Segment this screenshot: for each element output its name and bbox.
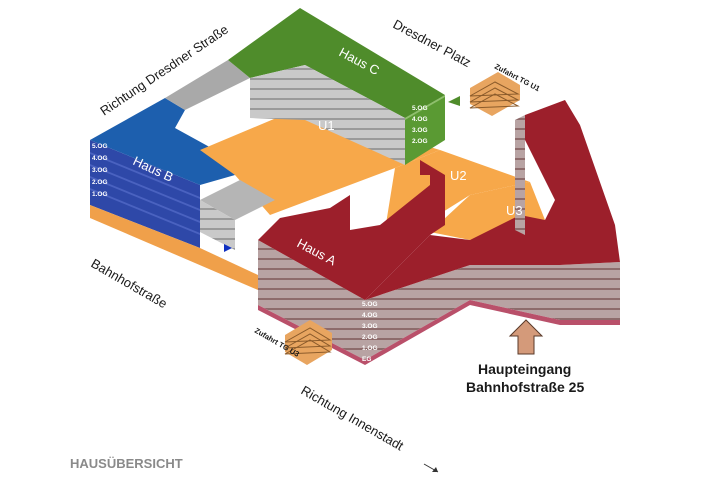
haus-a-floor-4: 1.OG [362,345,378,352]
street-dresdner-platz: Dresdner Platz [391,16,474,70]
haus-a[interactable] [258,100,620,365]
haus-b-floor-1: 4.OG [92,155,108,162]
connector-wall [200,200,235,250]
haus-a-floor-5: EG [362,356,371,363]
haus-a-roof-east [365,100,620,300]
arrow-innenstadt-icon [423,463,439,473]
haus-b-floor-3: 2.OG [92,179,108,186]
haus-c-floor-2: 3.OG [412,127,428,134]
entrance-arrow-icon [508,319,544,355]
ramp-u1-icon [448,72,520,116]
street-richtung-innenstadt: Richtung Innenstadt [299,383,407,454]
haus-b-roof [90,98,235,185]
entrance-line1: Haupteingang [478,361,571,377]
haus-b-floor-4: 1.OG [92,191,108,198]
u3-label: U3 [506,203,523,218]
haus-a-floor-1: 4.OG [362,312,378,319]
u2-label: U2 [450,168,467,183]
haus-b-floor-0: 5.OG [92,143,108,150]
haus-a-floor-0: 5.OG [362,301,378,308]
connector-roof [200,180,275,220]
haus-c-roof [228,8,445,118]
u1-label: U1 [318,118,335,133]
haus-b[interactable] [90,60,250,248]
ramp-u3-icon [284,320,332,365]
haus-c-floor-0: 5.OG [412,105,428,112]
haus-b-floor-labels: 5.OG 4.OG 3.OG 2.OG 1.OG [92,143,108,198]
haus-a-roof-west [258,160,445,300]
haus-a-floor-2: 3.OG [362,323,378,330]
haus-c-floor-labels: 5.OG 4.OG 3.OG 2.OG [412,105,428,145]
street-bahnhofstrasse: Bahnhofstraße [89,256,170,312]
haus-b-floor-2: 3.OG [92,167,108,174]
footer-title: HAUSÜBERSICHT [70,456,183,471]
entrance-line2: Bahnhofstraße 25 [466,379,584,395]
entry-marker-icon [224,244,232,252]
haus-a-floor-3: 2.OG [362,334,378,341]
haus-a-floor-labels: 5.OG 4.OG 3.OG 2.OG 1.OG EG [362,301,378,363]
haus-c-floor-1: 4.OG [412,116,428,123]
haus-c-floor-3: 2.OG [412,138,428,145]
haus-c[interactable] [228,8,445,165]
